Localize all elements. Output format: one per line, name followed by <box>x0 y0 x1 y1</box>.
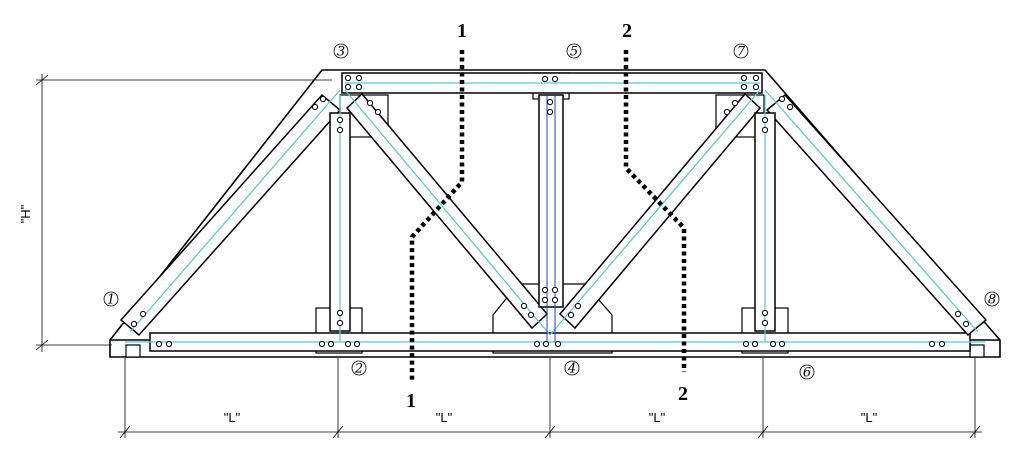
section-cut-1 <box>409 50 465 382</box>
node-5-label: 5 <box>566 43 582 60</box>
diagonal-members <box>119 89 988 337</box>
span-dimensions <box>118 358 982 439</box>
node-4-number: 4 <box>567 362 576 377</box>
section-cut-2 <box>623 50 687 372</box>
vertical-members <box>329 94 776 342</box>
node-7-number: 7 <box>737 45 746 60</box>
height-dimension-label: "H" <box>18 204 33 223</box>
node-6-label: 6 <box>799 364 815 381</box>
node-2-number: 2 <box>354 362 363 377</box>
node-1-label: 1 <box>103 291 119 308</box>
span-1-label: "L" <box>224 410 241 425</box>
section-1-bottom-label: 1 <box>406 390 416 412</box>
node-7-label: 7 <box>733 43 749 60</box>
section-1-top-label: 1 <box>457 20 467 42</box>
node-5-number: 5 <box>570 45 578 60</box>
node-3-label: 3 <box>333 43 349 60</box>
node-8-number: 8 <box>988 293 996 308</box>
span-3-label: "L" <box>649 410 666 425</box>
node-6-number: 6 <box>803 366 811 381</box>
section-2-bottom-label: 2 <box>678 383 688 405</box>
node-4-label: 4 <box>564 360 580 377</box>
bolts <box>130 74 970 348</box>
node-1-number: 1 <box>107 293 115 308</box>
span-4-label: "L" <box>861 410 878 425</box>
top-chord <box>341 72 763 94</box>
node-2-label: 2 <box>351 360 367 377</box>
span-2-label: "L" <box>436 410 453 425</box>
node-8-label: 8 <box>984 291 1000 308</box>
section-2-top-label: 2 <box>622 20 632 42</box>
height-dimension <box>35 74 332 352</box>
node-3-number: 3 <box>337 45 345 60</box>
